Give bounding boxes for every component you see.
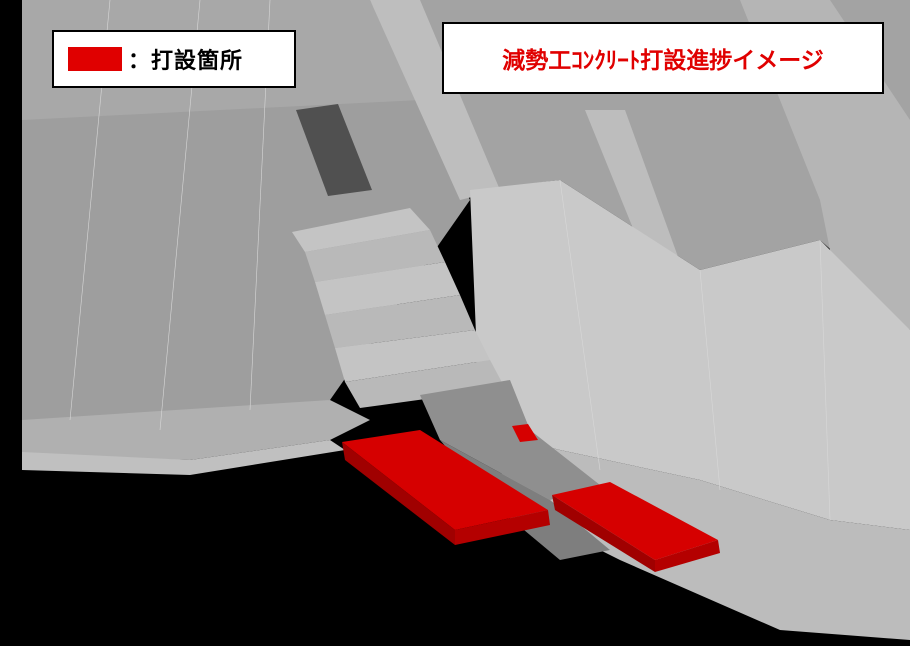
legend-box: ：打設箇所 bbox=[52, 30, 296, 88]
inclined-chute bbox=[370, 0, 500, 200]
inspection-hatch bbox=[296, 104, 372, 196]
pour-area-left bbox=[342, 430, 550, 545]
title-box: 減勢工ｺﾝｸﾘｰﾄ打設進捗イメージ bbox=[442, 22, 884, 94]
pour-edge-strip bbox=[512, 424, 538, 442]
staircase bbox=[292, 208, 505, 408]
legend-label: ：打設箇所 bbox=[128, 49, 244, 74]
lower-left-step bbox=[22, 440, 345, 475]
legend-swatch-red bbox=[68, 47, 122, 71]
diagram-title: 減勢工ｺﾝｸﾘｰﾄ打設進捗イメージ bbox=[502, 48, 824, 74]
lower-left-ledge bbox=[22, 400, 370, 460]
apron-wall bbox=[470, 180, 910, 530]
pour-area-right bbox=[552, 482, 720, 572]
channel-floor bbox=[420, 380, 600, 500]
